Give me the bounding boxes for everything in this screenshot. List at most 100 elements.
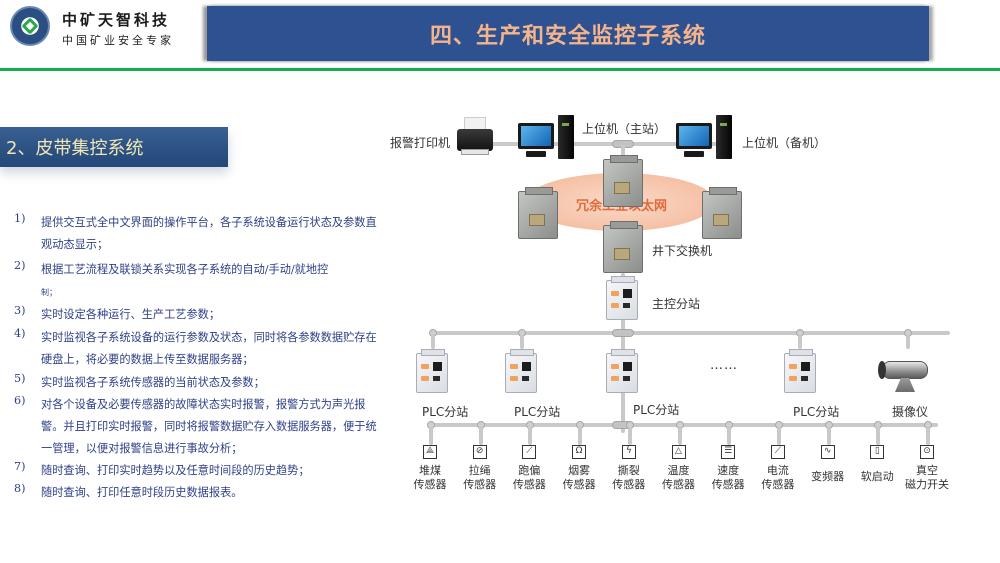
sensor-label: 变频器 bbox=[803, 470, 853, 484]
sensor-label: 跑偏传感器 bbox=[504, 464, 554, 492]
feature-text-tail: 制； bbox=[41, 288, 57, 297]
logo-emblem-icon bbox=[21, 17, 39, 35]
sensor-label: 电流传感器 bbox=[753, 464, 803, 492]
plc-station-label: PLC分站 bbox=[793, 405, 840, 419]
sensor-label-line1: 电流 bbox=[766, 464, 789, 477]
underground-switch-label: 井下交换机 bbox=[652, 244, 713, 258]
feature-number: 2) bbox=[14, 259, 26, 272]
ring-switch-left-icon bbox=[518, 187, 558, 239]
feature-text: 实时监视各子系统设备的运行参数及状态，同时将各参数数据贮存在硬盘上，将必要的数据… bbox=[41, 331, 377, 366]
drop-line bbox=[520, 335, 524, 349]
feature-number: 8) bbox=[14, 482, 26, 495]
plc-station-icon bbox=[784, 349, 816, 393]
sensor-label-line2: 传感器 bbox=[612, 478, 646, 491]
plc-station-icon bbox=[416, 349, 448, 393]
brand-slogan: 中国矿业安全专家 bbox=[62, 34, 174, 47]
sensor-label-line2: 传感器 bbox=[463, 478, 497, 491]
feature-number: 1) bbox=[14, 212, 26, 225]
sensor-label-line2: 磁力开关 bbox=[905, 478, 949, 491]
inverter-icon: ∿ bbox=[820, 445, 835, 459]
printer-label: 报警打印机 bbox=[390, 136, 451, 150]
temperature-sensor-icon: △ bbox=[671, 445, 686, 459]
sensor-label: 速度传感器 bbox=[703, 464, 753, 492]
feature-text: 根据工艺流程及联锁关系实现各子系统的自动/手动/就地控制； bbox=[41, 259, 384, 304]
sensor-bus-line bbox=[430, 423, 938, 427]
sensor-label-line1: 堆煤 bbox=[419, 464, 441, 477]
sensor-label: 温度传感器 bbox=[654, 464, 704, 492]
soft-starter-icon: ▯ bbox=[870, 445, 885, 459]
drop-line bbox=[578, 427, 583, 445]
vacuum-switch-icon: ⊙ bbox=[920, 445, 934, 459]
coal-pile-sensor-icon: ⟁ bbox=[423, 445, 437, 459]
sensor-label: 堆煤传感器 bbox=[405, 464, 455, 492]
main-substation-label: 主控分站 bbox=[652, 297, 701, 311]
sensor-label: 拉绳传感器 bbox=[455, 464, 505, 492]
system-topology-diagram: 报警打印机 上位机（主站） 上位机（备机） 冗余工业以太网 井下交换机 主控分站… bbox=[380, 95, 980, 515]
sensor-label-line1: 真空 bbox=[916, 464, 938, 477]
sensor-label-line2: 传感器 bbox=[512, 478, 546, 491]
feature-text: 随时查询、打印实时趋势以及任意时间段的历史趋势； bbox=[41, 464, 310, 477]
feature-number: 7) bbox=[14, 460, 26, 473]
sensor-label-line2: 传感器 bbox=[562, 478, 596, 491]
drop-line bbox=[528, 427, 533, 445]
sensor-label-line1: 变频器 bbox=[811, 470, 845, 483]
feature-number: 3) bbox=[14, 304, 26, 317]
company-logo bbox=[10, 6, 50, 46]
sensor-label-line1: 温度 bbox=[667, 464, 690, 477]
sensor-label-line1: 速度 bbox=[717, 464, 740, 477]
sensor-label-line1: 撕裂 bbox=[617, 464, 640, 477]
header-divider bbox=[0, 68, 1000, 71]
smoke-sensor-icon: Ω bbox=[572, 445, 587, 459]
current-sensor-icon: ⟋ bbox=[770, 445, 785, 459]
plc-station-label: PLC分站 bbox=[633, 403, 680, 417]
drop-line bbox=[776, 427, 781, 445]
speed-sensor-icon: ☰ bbox=[721, 445, 736, 459]
brand-name: 中矿天智科技 bbox=[62, 11, 171, 29]
backup-station-label: 上位机（备机） bbox=[742, 136, 827, 150]
underground-switch-icon bbox=[603, 221, 643, 273]
sensor-label: 撕裂传感器 bbox=[604, 464, 654, 492]
sensor-label: 烟雾传感器 bbox=[554, 464, 604, 492]
pull-rope-sensor-icon: ⊘ bbox=[472, 445, 487, 459]
camera-label: 摄像仪 bbox=[892, 405, 929, 419]
feature-number: 6) bbox=[14, 394, 26, 407]
drop-line bbox=[677, 427, 682, 445]
feature-text-main: 根据工艺流程及联锁关系实现各子系统的自动/手动/就地控 bbox=[41, 263, 329, 276]
drop-line bbox=[906, 335, 910, 349]
sensor-label-line2: 传感器 bbox=[413, 478, 447, 491]
drop-line bbox=[727, 427, 732, 445]
feature-number: 4) bbox=[14, 327, 26, 340]
sensor-label-line2: 传感器 bbox=[662, 478, 695, 491]
sensor-label-line1: 拉绳 bbox=[468, 464, 491, 477]
sensor-label-line2: 传感器 bbox=[711, 478, 745, 491]
feature-text: 对各个设备及必要传感器的故障状态实时报警，报警方式为声光报警。并且打印实时报警，… bbox=[41, 398, 377, 455]
ring-switch-top-icon bbox=[603, 155, 643, 207]
section-title: 2、皮带集控系统 bbox=[6, 138, 144, 159]
host-bus-line bbox=[480, 142, 720, 146]
bus-coupler bbox=[612, 329, 634, 337]
page-title-bar: 四、生产和安全监控子系统 bbox=[207, 6, 929, 61]
plc-station-icon bbox=[505, 349, 537, 393]
drop-line bbox=[876, 427, 881, 445]
main-station-tower-icon bbox=[558, 115, 574, 159]
plc-station-icon bbox=[606, 349, 638, 393]
drop-line bbox=[926, 427, 930, 445]
plc-station-label: PLC分站 bbox=[514, 405, 561, 419]
drop-line bbox=[826, 427, 831, 445]
feature-text: 提供交互式全中文界面的操作平台，各子系统设备运行状态及参数直观动态显示； bbox=[41, 216, 377, 251]
sensor-label: 真空磁力开关 bbox=[902, 464, 952, 492]
station-bus-line bbox=[430, 331, 950, 335]
page-title: 四、生产和安全监控子系统 bbox=[429, 23, 706, 49]
deviation-sensor-icon: ⟋ bbox=[522, 445, 537, 459]
feature-text: 随时查询、打印任意时段历史数据报表。 bbox=[41, 486, 243, 499]
drop-line bbox=[429, 427, 433, 445]
tear-sensor-icon: ϟ bbox=[621, 445, 636, 459]
more-stations-ellipsis: …… bbox=[710, 358, 738, 373]
drop-line bbox=[798, 335, 802, 349]
sensor-label: 软启动 bbox=[852, 470, 902, 484]
drop-line bbox=[627, 427, 632, 445]
sensor-label-line1: 软启动 bbox=[860, 470, 894, 483]
main-station-label: 上位机（主站） bbox=[582, 122, 667, 136]
main-substation-icon bbox=[606, 276, 638, 320]
feature-text: 实时监视各子系统传感器的当前状态及参数； bbox=[41, 376, 265, 389]
